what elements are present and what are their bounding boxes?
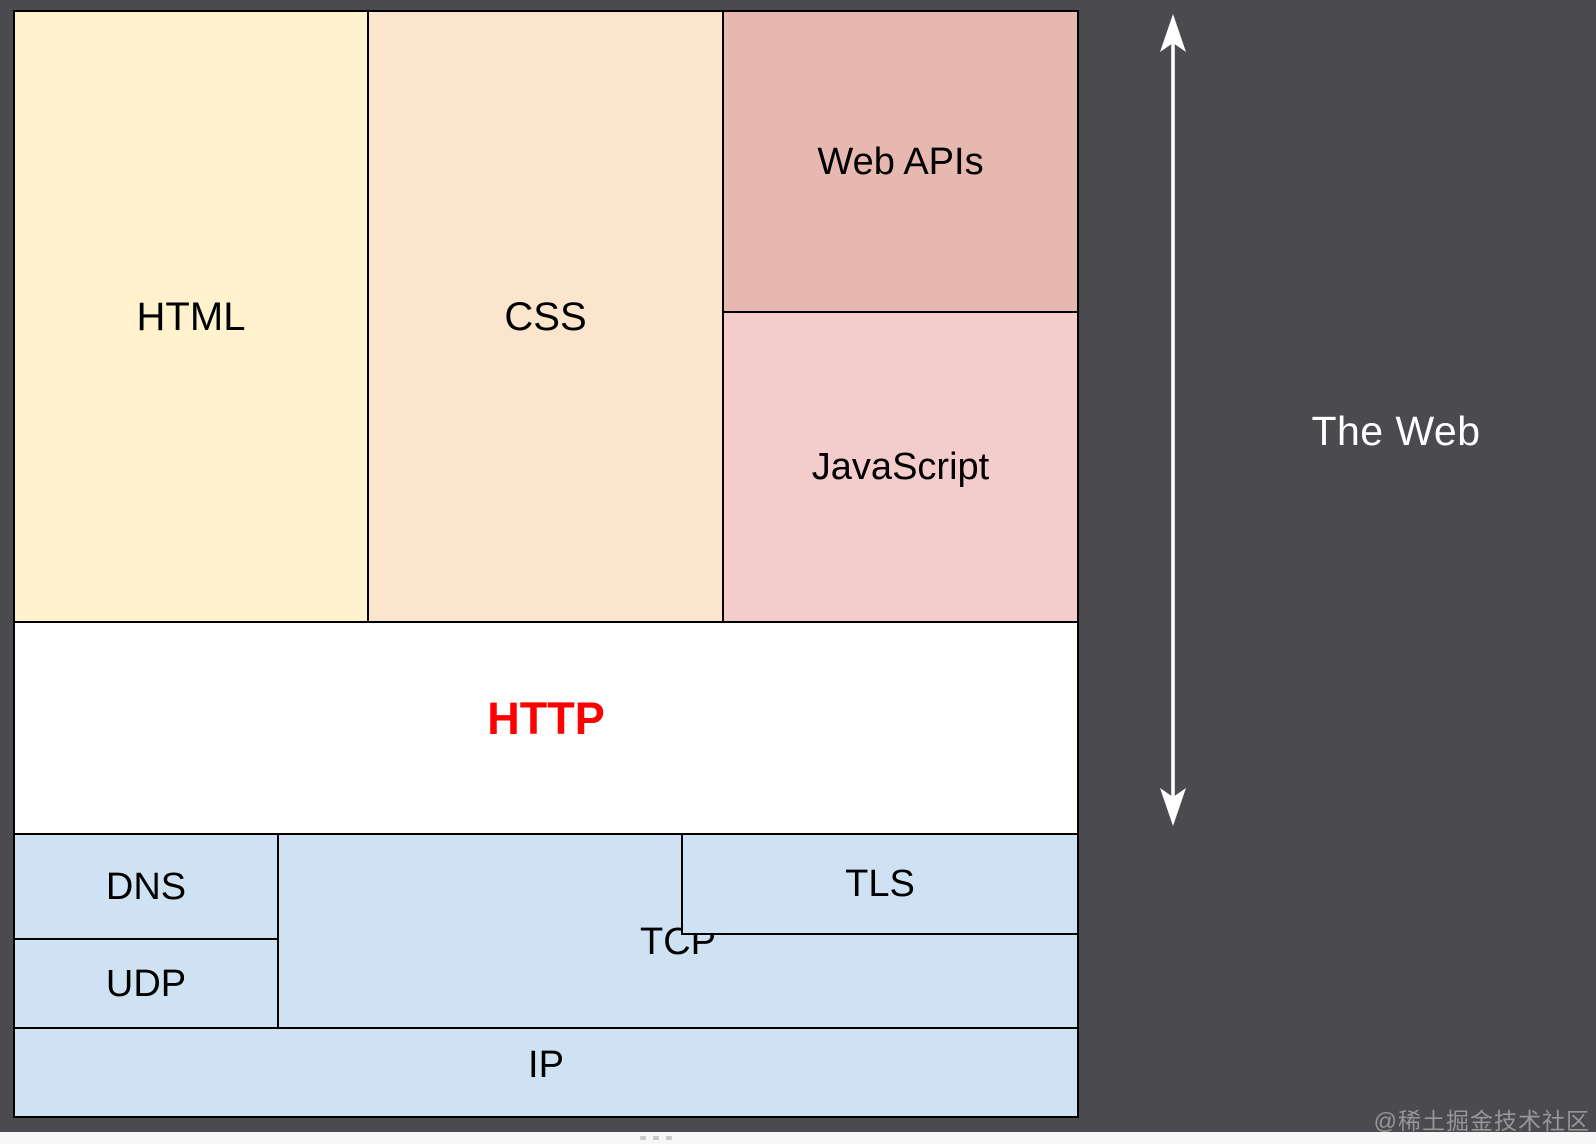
ip-layer-box: IP bbox=[13, 1027, 1079, 1118]
page-bottom-strip bbox=[0, 1132, 1596, 1144]
tls-layer-label: TLS bbox=[845, 863, 915, 905]
udp-layer-label: UDP bbox=[105, 962, 187, 1005]
vertical-double-arrow-icon bbox=[1151, 12, 1195, 828]
the-web-label: The Web bbox=[1311, 408, 1481, 454]
css-layer-label: CSS bbox=[504, 294, 587, 339]
html-layer-label: HTML bbox=[136, 294, 246, 339]
ip-layer-label: IP bbox=[528, 1043, 564, 1086]
html-layer-box: HTML bbox=[13, 10, 369, 623]
javascript-layer-label: JavaScript bbox=[811, 446, 990, 488]
tls-layer-box: TLS bbox=[681, 833, 1079, 935]
web-apis-layer-box: Web APIs bbox=[722, 10, 1079, 313]
dot bbox=[640, 1136, 646, 1140]
http-layer-box: HTTP bbox=[13, 621, 1079, 835]
javascript-layer-box: JavaScript bbox=[722, 311, 1079, 623]
watermark-text: @稀土掘金技术社区 bbox=[1373, 1108, 1590, 1134]
dns-layer-label: DNS bbox=[105, 865, 187, 908]
css-layer-box: CSS bbox=[367, 10, 724, 623]
http-layer-label: HTTP bbox=[487, 692, 605, 744]
dns-layer-box: DNS bbox=[13, 833, 279, 940]
resize-handle-dots bbox=[640, 1136, 672, 1140]
dot bbox=[653, 1136, 659, 1140]
dot bbox=[666, 1136, 672, 1140]
web-apis-layer-label: Web APIs bbox=[817, 140, 984, 183]
udp-layer-box: UDP bbox=[13, 938, 279, 1029]
